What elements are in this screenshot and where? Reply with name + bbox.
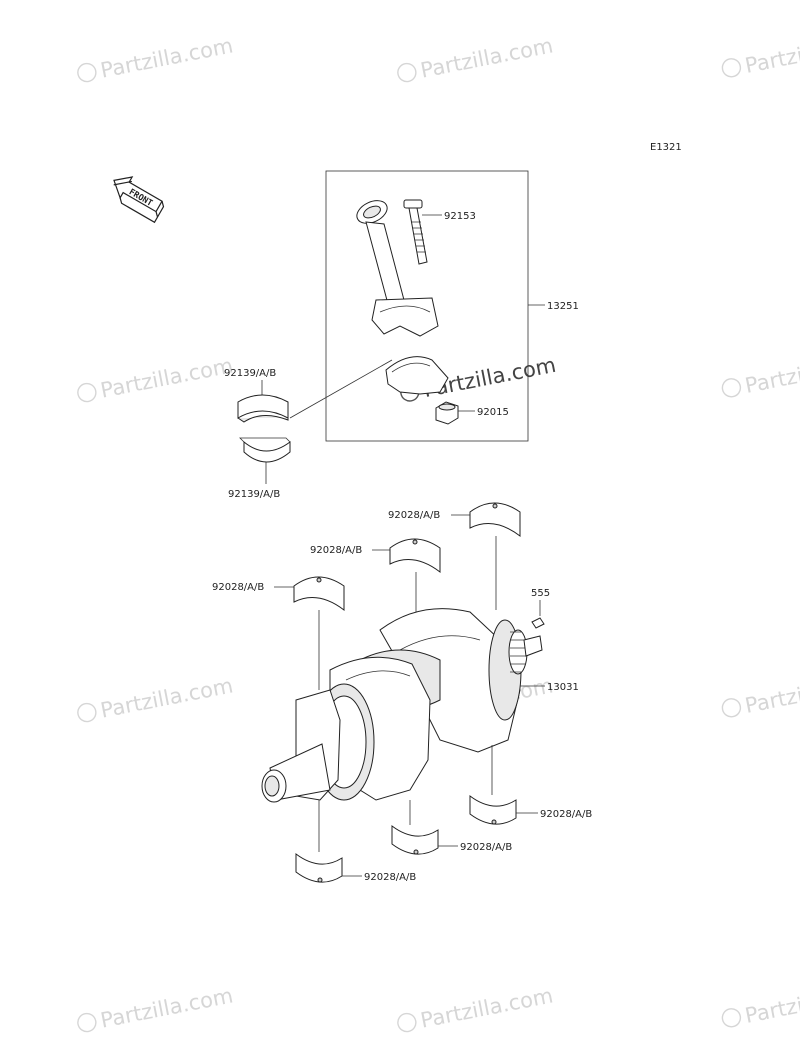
diagram-code: E1321: [650, 142, 682, 153]
copyright-icon: [77, 62, 97, 83]
callout-92139-bottom[interactable]: 92139/A/B: [228, 489, 280, 500]
main-bearing-lower-1[interactable]: [469, 795, 517, 825]
callout-92015[interactable]: 92015: [477, 407, 509, 418]
callout-92139-top[interactable]: 92139/A/B: [224, 368, 276, 379]
watermark-layer: Partzilla.com Partzilla.com Partzilla.co…: [77, 29, 800, 1033]
watermark-text: Partzilla.com: [99, 353, 236, 402]
callout-92028-3[interactable]: 92028/A/B: [212, 582, 264, 593]
main-bearing-upper-3[interactable]: [293, 576, 345, 612]
copyright-icon: [721, 378, 742, 398]
rod-bolt[interactable]: [403, 199, 428, 265]
callout-92153[interactable]: 92153: [444, 211, 476, 222]
copyright-icon: [721, 58, 742, 78]
copyright-icon: [397, 1012, 417, 1033]
front-arrow-icon: FRONT: [113, 176, 165, 224]
watermark-text: Partzilla.com: [743, 29, 800, 78]
con-rod-assembly-box: [325, 170, 529, 442]
watermark-text: Partzilla.com: [419, 983, 556, 1032]
woodruff-key[interactable]: [531, 617, 545, 629]
connecting-rod[interactable]: [353, 196, 439, 337]
callout-92028-1[interactable]: 92028/A/B: [388, 510, 440, 521]
leader-line: [289, 359, 393, 419]
copyright-icon: [721, 698, 742, 718]
watermark-text: Partzilla.com: [419, 33, 556, 82]
watermark-text: Partzilla.com: [743, 669, 800, 718]
crankshaft[interactable]: [261, 608, 543, 803]
callout-92028-5[interactable]: 92028/A/B: [460, 842, 512, 853]
copyright-icon: [77, 1012, 97, 1033]
bearing-shell-upper[interactable]: [237, 394, 289, 423]
copyright-icon: [397, 62, 417, 83]
main-bearing-upper-1[interactable]: [469, 502, 521, 538]
watermark-text: Partzilla.com: [743, 979, 800, 1028]
watermark-text: Partzilla.com: [99, 983, 236, 1032]
callout-92028-6[interactable]: 92028/A/B: [364, 872, 416, 883]
main-bearing-lower-3[interactable]: [295, 853, 343, 883]
callout-92028-2[interactable]: 92028/A/B: [310, 545, 362, 556]
callout-92028-4[interactable]: 92028/A/B: [540, 809, 592, 820]
rod-cap[interactable]: [385, 356, 449, 395]
watermark-text: Partzilla.com: [99, 673, 236, 722]
main-bearing-upper-2[interactable]: [389, 538, 441, 574]
watermark-text: Partzilla.com: [99, 33, 236, 82]
callout-13251[interactable]: 13251: [547, 301, 579, 312]
main-bearing-lower-2[interactable]: [391, 825, 439, 855]
bearing-shell-lower[interactable]: [239, 437, 291, 463]
copyright-icon: [721, 1008, 742, 1028]
callout-13031[interactable]: 13031: [547, 682, 579, 693]
copyright-icon: [77, 702, 97, 723]
copyright-icon: [77, 382, 97, 403]
callout-555[interactable]: 555: [531, 588, 550, 599]
watermark-text: Partzilla.com: [743, 349, 800, 398]
rod-nut[interactable]: [435, 401, 459, 425]
